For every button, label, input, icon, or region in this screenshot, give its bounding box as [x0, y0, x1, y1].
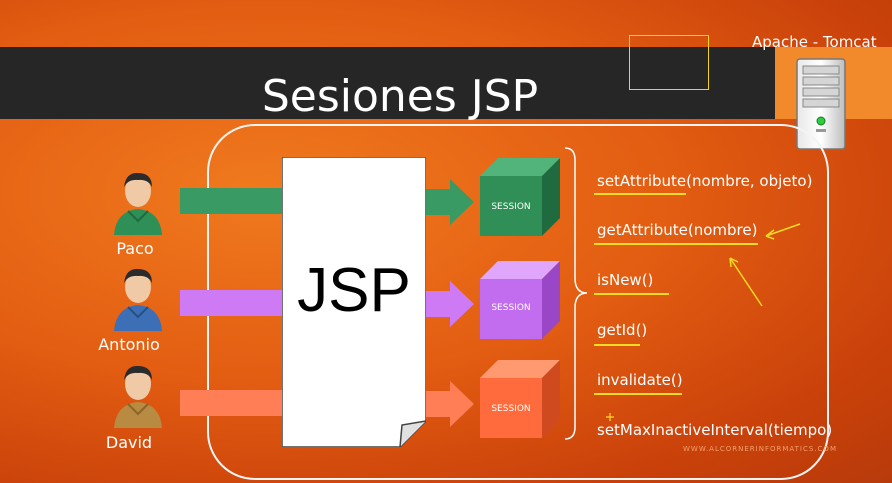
jsp-label: JSP — [297, 256, 411, 325]
user-name-antonio: Antonio — [98, 335, 160, 354]
method-invalidate: invalidate() — [597, 371, 683, 389]
title-bar — [0, 47, 775, 119]
user-name-david: David — [105, 433, 153, 452]
method-get-id: getId() — [597, 321, 648, 339]
session-label-antonio: SESSION — [491, 303, 531, 313]
arrow-jsp-to-session-paco — [426, 179, 474, 225]
method-is-new: isNew() — [597, 271, 654, 289]
method-set-attribute: setAttribute(nombre, objeto) — [597, 172, 813, 190]
user-antonio-avatar-icon — [114, 268, 162, 331]
method-underline — [594, 344, 640, 346]
method-underline — [594, 293, 669, 295]
method-underline — [594, 193, 686, 195]
arrow-jsp-to-session-antonio — [426, 281, 474, 327]
session-cube-david — [480, 360, 560, 438]
method-get-attribute: getAttribute(nombre) — [597, 221, 758, 239]
arrow-paco-to-jsp — [180, 188, 282, 214]
slide-title: Sesiones JSP — [261, 71, 539, 122]
user-david-avatar-icon — [114, 365, 162, 428]
annotation-arrows — [729, 223, 801, 307]
method-underline — [594, 243, 758, 245]
arrow-antonio-to-jsp — [180, 290, 282, 316]
highlight-rectangle — [629, 35, 709, 90]
annotation-plus-mark — [606, 413, 614, 421]
server-tower-icon — [796, 58, 846, 150]
user-paco-avatar-icon — [114, 172, 162, 235]
session-cube-antonio — [480, 261, 560, 339]
jsp-document-icon — [282, 157, 426, 447]
session-cube-paco — [480, 158, 560, 236]
arrow-jsp-to-session-david — [426, 381, 474, 427]
arrow-david-to-jsp — [180, 390, 282, 416]
methods-bracket — [564, 147, 588, 440]
watermark: WWW.ALCORNERINFORMATICS.COM — [683, 445, 837, 453]
server-label: Apache - Tomcat — [752, 33, 877, 51]
method-set-max-inactive-interval: setMaxInactiveInterval(tiempo) — [597, 421, 833, 439]
method-underline — [594, 393, 682, 395]
user-name-paco: Paco — [116, 239, 154, 258]
session-label-paco: SESSION — [491, 202, 531, 212]
session-label-david: SESSION — [491, 404, 531, 414]
